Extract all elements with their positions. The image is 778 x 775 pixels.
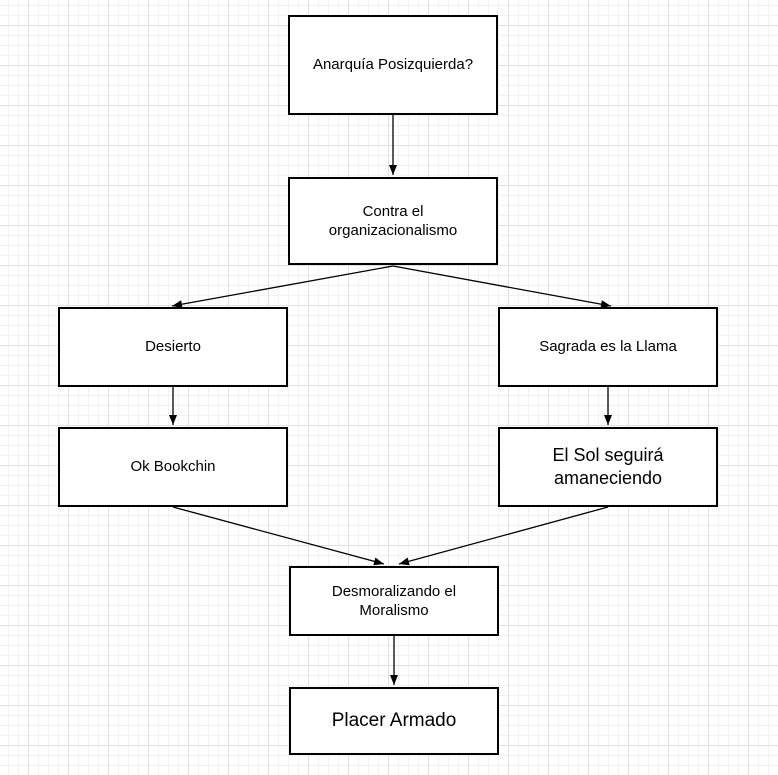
node-sagrada-es-la-llama[interactable]: Sagrada es la Llama xyxy=(498,307,718,387)
node-desmoralizando-el-moralismo[interactable]: Desmoralizando el Moralismo xyxy=(289,566,499,636)
node-label: Sagrada es la Llama xyxy=(539,338,677,356)
edge-contra-to-desierto[interactable] xyxy=(171,265,394,309)
node-label: Placer Armado xyxy=(331,709,457,731)
node-label: El Sol seguirá amaneciendo xyxy=(552,444,664,488)
edge-contra-to-sagrada[interactable] xyxy=(392,265,612,309)
node-ok-bookchin[interactable]: Ok Bookchin xyxy=(58,427,288,507)
node-label: Contra el organizacionalismo xyxy=(328,202,458,240)
node-label: Desmoralizando el Moralismo xyxy=(331,582,457,620)
node-el-sol-seguira-amaneciendo[interactable]: El Sol seguirá amaneciendo xyxy=(498,427,718,507)
edge-bookchin-to-desmoralizando[interactable] xyxy=(172,506,385,566)
node-placer-armado[interactable]: Placer Armado xyxy=(289,687,499,755)
node-label: Anarquía Posizquierda? xyxy=(312,56,474,74)
node-label: Desierto xyxy=(145,338,201,356)
edge-sol-to-desmoralizando[interactable] xyxy=(398,506,609,566)
node-anarquia-posizquierda[interactable]: Anarquía Posizquierda? xyxy=(288,15,498,115)
node-contra-el-organizacionalismo[interactable]: Contra el organizacionalismo xyxy=(288,177,498,265)
node-desierto[interactable]: Desierto xyxy=(58,307,288,387)
node-label: Ok Bookchin xyxy=(130,458,216,476)
